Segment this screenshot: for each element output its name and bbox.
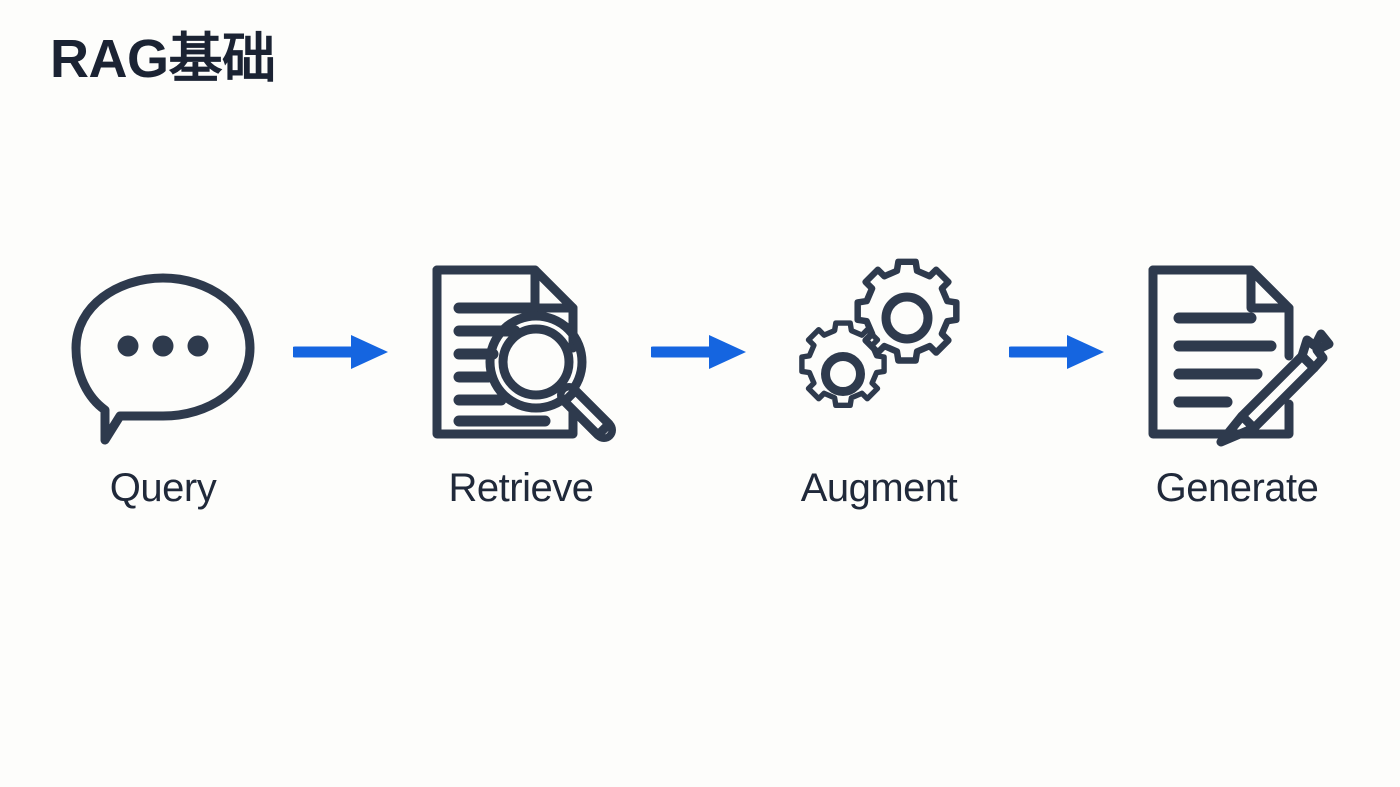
arrow-right-icon [286, 252, 398, 452]
arrow-right-icon [1002, 252, 1114, 452]
arrow-right-icon [644, 252, 756, 452]
flow-step-label: Retrieve [448, 466, 594, 510]
flow-step-label: Augment [800, 466, 958, 510]
flow-step-retrieve[interactable]: Retrieve [398, 252, 644, 511]
rag-pipeline-flow: Query [0, 252, 1400, 542]
speech-bubble-dots-icon [63, 252, 263, 452]
flow-step-augment[interactable]: Augment [756, 252, 1002, 511]
page-title: RAG基础 [50, 29, 276, 89]
flow-step-label: Query [109, 466, 217, 510]
document-pencil-icon [1137, 252, 1337, 452]
flow-step-query[interactable]: Query [40, 252, 286, 511]
document-magnifier-icon [421, 252, 621, 452]
flow-step-generate[interactable]: Generate [1114, 252, 1360, 511]
flow-step-label: Generate [1155, 466, 1319, 510]
two-gears-icon [779, 252, 979, 452]
